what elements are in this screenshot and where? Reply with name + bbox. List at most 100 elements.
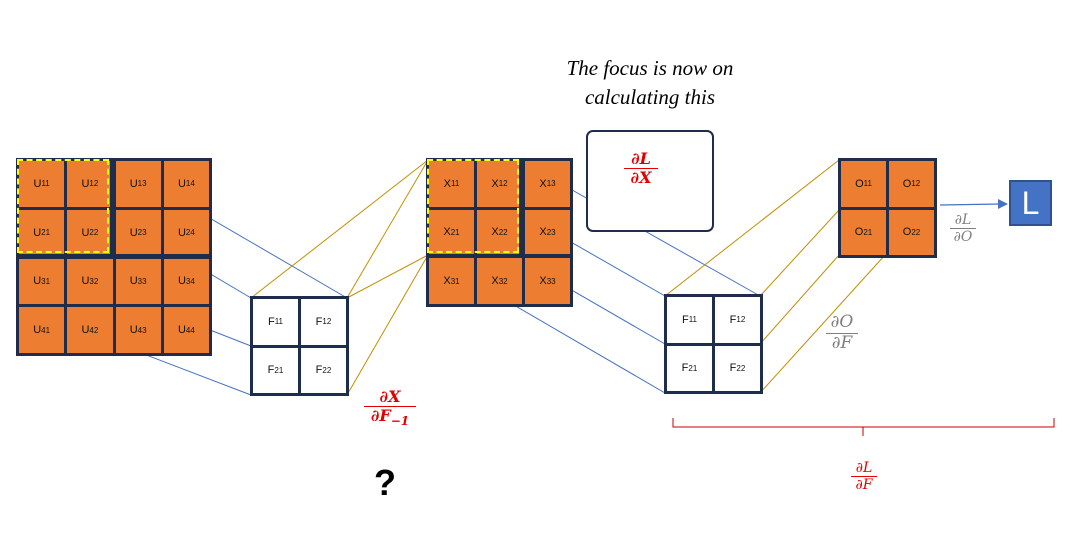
arrowhead-icon [998,199,1008,209]
cell-subscript: 41 [41,325,51,335]
cell-subscript: 21 [274,365,284,375]
cell-subscript: 11 [863,179,872,189]
connector-gold-line [346,254,429,396]
cell-subscript: 13 [546,179,556,189]
cell-base-label: X [443,275,451,288]
receptive-field-highlight-x [427,159,519,253]
cell-base-label: U [33,177,42,190]
cell-subscript: 22 [736,363,746,373]
cell-base-label: X [539,226,547,239]
cell-subscript: 11 [688,315,698,325]
cell-subscript: 12 [911,179,921,189]
cell-base-label: U [177,177,186,190]
cell-base-label: O [902,177,912,190]
arrow-to-loss [939,203,1001,206]
caption-line-1: The focus is now on [566,56,734,80]
connector-gold-line [664,159,840,297]
cell-base-label: U [129,275,138,288]
focus-caption: The focus is now on calculating this [540,54,760,112]
fraction-bar [851,476,877,478]
fraction-denominator: ∂X [630,168,652,188]
question-mark: ? [374,462,396,503]
cell-base-label: U [177,275,186,288]
fraction-dL-dO: ∂L ∂O [950,212,976,245]
cell-subscript: 33 [137,276,147,286]
cell-base-label: U [33,275,42,288]
cell-base-label: O [855,177,864,190]
cell-base-label: F [315,315,323,328]
brace-bracket [672,418,1055,436]
cell-base-label: U [81,226,90,239]
fraction-denominator: ∂O [953,229,973,246]
fraction-numerator: ∂X [379,387,401,406]
loss-box: L [1009,180,1052,226]
cell-subscript: 43 [137,325,147,335]
focus-box [586,130,714,232]
cell-base-label: F [681,362,689,375]
fraction-bar [624,168,658,170]
cell-base-label: U [129,177,138,190]
cell-subscript: 21 [863,227,873,237]
connector-gold-line [759,254,840,345]
fraction-dX-dF-prev: ∂X ∂F−1 [364,387,416,429]
cell-subscript: 32 [89,276,99,286]
cell-base-label: F [729,313,737,326]
cell-subscript: 33 [546,276,556,286]
cell-subscript: 22 [911,227,921,237]
fraction-denominator: ∂F−1 [371,407,409,429]
cell-base-label: U [129,226,138,239]
cell-subscript: 21 [688,363,698,373]
cell-subscript: 22 [89,228,99,238]
cell-subscript: 22 [322,365,332,375]
cell-subscript: 11 [274,317,284,327]
cell-subscript: 12 [736,315,746,325]
cell-base-label: X [491,275,499,288]
cell-subscript: 14 [185,179,195,189]
cell-base-label: U [33,324,42,337]
x-grid-separator-h [426,254,573,258]
connector-gold-line [250,159,429,299]
connector-gold-line [759,254,886,394]
fraction-bar [950,228,976,230]
cell-subscript: 31 [450,276,460,286]
fraction-dL-dX: ∂L ∂X [624,149,658,188]
u-grid-separator-v [110,158,113,256]
cell-base-label: F [729,362,737,375]
fraction-dO-dF: ∂O ∂F [826,312,858,353]
fraction-dL-dF: ∂L ∂F [851,460,877,493]
cell-base-label: U [33,226,42,239]
fraction-bar [826,332,858,334]
cell-subscript: 44 [185,325,195,335]
cell-base-label: U [81,324,90,337]
fraction-numerator: ∂O [830,312,854,332]
fraction-denominator: ∂F [831,332,853,353]
fraction-numerator: ∂L [954,212,972,228]
fraction-denominator: ∂F [855,477,873,494]
cell-base-label: O [902,226,912,239]
cell-subscript: 42 [89,325,99,335]
cell-subscript: 12 [89,179,99,189]
cell-subscript: 12 [322,317,332,327]
